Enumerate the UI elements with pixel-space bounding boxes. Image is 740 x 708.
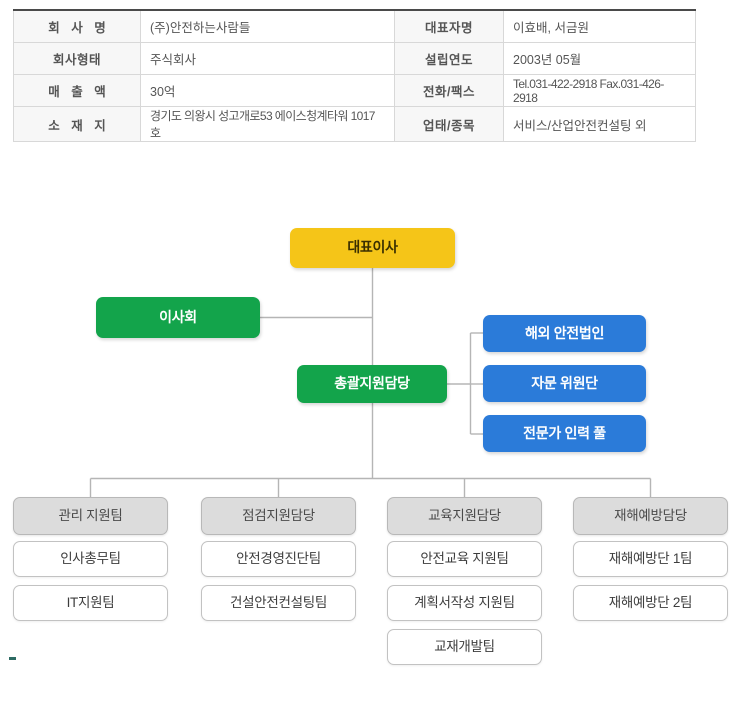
org-team-safety-management-diagnosis[interactable]: 안전경영진단팀 (201, 541, 356, 577)
org-team-construction-safety-consulting[interactable]: 건설안전컨설팅팀 (201, 585, 356, 621)
org-team-it-support[interactable]: IT지원팀 (13, 585, 168, 621)
org-node-overseas-safety-corporation[interactable]: 해외 안전법인 (483, 315, 646, 352)
row-label-business-category: 업태/종목 (394, 106, 504, 142)
row-value-representative: 이효배, 서금원 (503, 9, 696, 43)
org-team-disaster-prevention-1[interactable]: 재해예방단 1팀 (573, 541, 728, 577)
row-label-founded-year: 설립연도 (394, 42, 504, 75)
org-team-safety-education-support[interactable]: 안전교육 지원팀 (387, 541, 542, 577)
company-info-table-wrapper: 회 사 명 (주)안전하는사람들 대표자명 이효배, 서금원 회사형태 주식회사… (13, 9, 696, 142)
org-node-advisory-committee[interactable]: 자문 위원단 (483, 365, 646, 402)
org-node-expert-manpower-pool[interactable]: 전문가 인력 풀 (483, 415, 646, 452)
org-dept-head-management-support[interactable]: 관리 지원팀 (13, 497, 168, 535)
row-label-phone-fax: 전화/팩스 (394, 74, 504, 107)
org-node-board-of-directors[interactable]: 이사회 (96, 297, 260, 338)
row-value-phone-fax: Tel.031-422-2918 Fax.031-426-2918 (503, 74, 696, 107)
org-dept-head-inspection-support[interactable]: 점검지원담당 (201, 497, 356, 535)
org-node-general-support[interactable]: 총괄지원담당 (297, 365, 447, 403)
table-row: 회 사 명 (주)안전하는사람들 대표자명 이효배, 서금원 (13, 9, 696, 43)
stray-mark-artifact (9, 657, 16, 660)
org-team-hr-general-affairs[interactable]: 인사총무팀 (13, 541, 168, 577)
org-dept-head-education-support[interactable]: 교육지원담당 (387, 497, 542, 535)
table-row: 회사형태 주식회사 설립연도 2003년 05월 (13, 42, 696, 75)
row-value-address: 경기도 의왕시 성고개로53 에이스청계타워 1017호 (140, 106, 395, 142)
table-row: 매 출 액 30억 전화/팩스 Tel.031-422-2918 Fax.031… (13, 74, 696, 107)
org-dept-head-disaster-prevention[interactable]: 재해예방담당 (573, 497, 728, 535)
table-row: 소 재 지 경기도 의왕시 성고개로53 에이스청계타워 1017호 업태/종목… (13, 106, 696, 142)
row-value-business-category: 서비스/산업안전컨설팅 외 (503, 106, 696, 142)
row-value-founded-year: 2003년 05월 (503, 42, 696, 75)
org-team-plan-drafting-support[interactable]: 계획서작성 지원팀 (387, 585, 542, 621)
org-team-disaster-prevention-2[interactable]: 재해예방단 2팀 (573, 585, 728, 621)
row-label-company-type: 회사형태 (13, 42, 141, 75)
row-label-address: 소 재 지 (13, 106, 141, 142)
company-info-table: 회 사 명 (주)안전하는사람들 대표자명 이효배, 서금원 회사형태 주식회사… (13, 9, 696, 142)
org-team-material-development[interactable]: 교재개발팀 (387, 629, 542, 665)
org-node-ceo[interactable]: 대표이사 (290, 228, 455, 268)
row-label-representative: 대표자명 (394, 9, 504, 43)
row-value-revenue: 30억 (140, 74, 395, 107)
row-label-revenue: 매 출 액 (13, 74, 141, 107)
